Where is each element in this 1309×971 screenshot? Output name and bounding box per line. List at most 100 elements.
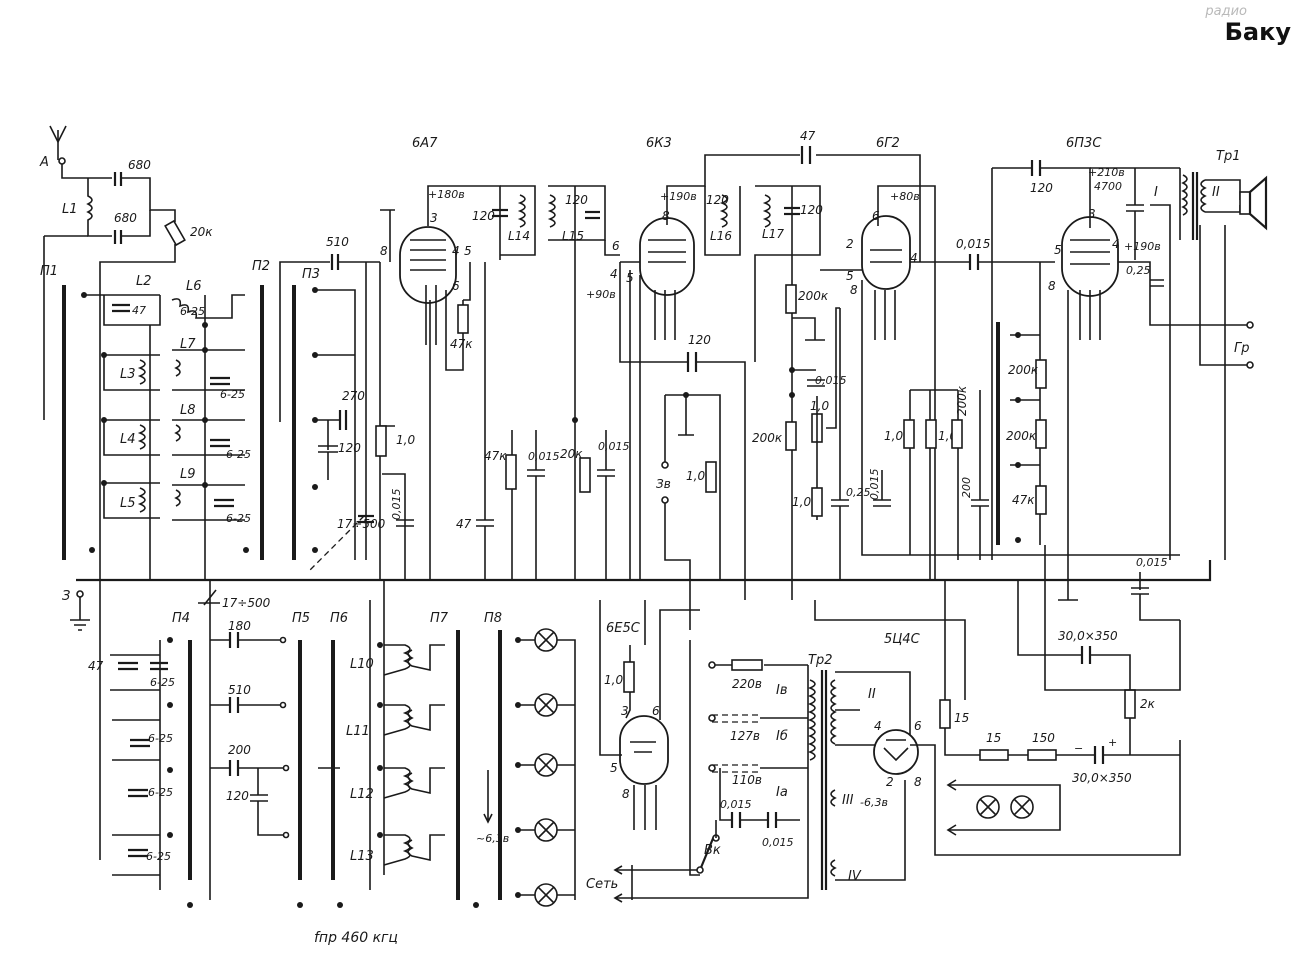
tube-6g2-pin8: 8 (850, 283, 858, 297)
ground-icon (70, 597, 90, 631)
power-switch[interactable] (698, 835, 716, 871)
cap-120c-label: 120 (565, 193, 588, 207)
tube-6p3s: 6П3С +210в +190в 3 5 8 4 120 4700 0,25 2… (991, 136, 1268, 621)
coil-l1-label: L1 (62, 202, 78, 217)
trim-5-label: 6-25 (150, 676, 175, 689)
switch-p5-label: П5 (292, 611, 310, 626)
resistor-1m-eye (623, 661, 635, 693)
resistor-2k-label: 2к (1140, 697, 1156, 711)
resistor-1m-a (375, 425, 387, 457)
antenna-terminal[interactable] (58, 157, 66, 165)
mains-input: Сеть Вк (586, 820, 809, 903)
coil-l10-label: L10 (350, 657, 374, 672)
speaker-icon (1248, 175, 1268, 231)
resistor-47k2 (505, 454, 517, 490)
tube-6p3s-pin4: 4 (1112, 237, 1120, 251)
switch-p3-label: П3 (302, 267, 320, 282)
tube-6k3-pin8: 8 (662, 209, 670, 223)
elec2-plus-label: + (1108, 736, 1117, 749)
antenna-section: А 680 L1 680 20к П1 (39, 125, 213, 860)
tube-6e5c-label: 6Е5С (606, 621, 641, 636)
coil-l16-label: L16 (710, 229, 732, 243)
winding-iii-label: III (842, 793, 854, 808)
resistor-1m-e (925, 419, 937, 449)
resistor-15b-label: 15 (986, 731, 1001, 745)
tube-6a7: 6А7 +180в 8 3 4 5 6 47к 1,0 0,015 47 (375, 136, 501, 580)
resistor-1m-c-label: 1,0 (686, 469, 705, 483)
tube-5c4s-pin8: 8 (914, 775, 922, 789)
ground-terminal[interactable] (76, 590, 84, 598)
tube-6e5c-pin6: 6 (652, 704, 660, 718)
tube-5c4s-pin2: 2 (886, 775, 894, 789)
switch-p4-label: П4 (172, 611, 190, 626)
tube-6p3s-supply: +210в (1088, 166, 1125, 179)
cap-4700-label: 4700 (1094, 180, 1122, 193)
resistor-15a-label: 15 (954, 711, 969, 725)
tube-6e5c-pin3: 3 (621, 704, 629, 718)
sound-terminal-1[interactable] (661, 461, 669, 469)
tube-6g2-envelope (861, 215, 911, 290)
pickup-terminal-1[interactable] (1246, 321, 1254, 329)
tube-6a7-supply: +180в (428, 188, 465, 201)
cap-0015e-label: 0,015 (956, 237, 990, 251)
sound-terminal-2[interactable] (661, 496, 669, 504)
sw-coils: L10 L11 L12 L13 П7 ~6,3в (346, 580, 509, 908)
elec1-label: 30,0×350 (1058, 629, 1118, 643)
tap-label: ~6,3в (476, 832, 509, 845)
stamp: радио (1205, 4, 1247, 19)
tube-5c4s-envelope (873, 729, 919, 775)
switch-p2-label: П2 (252, 259, 270, 274)
coil-l14-label: L14 (508, 229, 530, 243)
sound-label: Зв (656, 477, 671, 491)
coil-l4-label: L4 (120, 432, 136, 447)
switch-p1-label: П1 (40, 264, 58, 279)
tube-6a7-pin8: 8 (380, 244, 388, 258)
tube-6k3-label: 6К3 (646, 136, 672, 151)
input-coils: 47 L2 L3 L4 L5 (81, 274, 161, 553)
resistor-20k-label: 20к (190, 225, 213, 239)
cap-47d-label: 47 (88, 659, 104, 673)
var-cap2-label: 17÷500 (222, 596, 271, 610)
resistor-1m-eye-label: 1,0 (604, 673, 623, 687)
resistor-200k-e-label: 200к (1006, 429, 1037, 443)
cap-47a-label: 47 (132, 304, 146, 317)
resistor-20k2-label: 20к (560, 447, 583, 461)
tube-6a7-pin4: 4 (452, 244, 460, 258)
tube-5c4s-pin6: 6 (914, 719, 922, 733)
tube-5c4s: 5Ц4С 4 6 2 8 (873, 632, 1181, 856)
cap-510b-label: 510 (228, 683, 251, 697)
resistor-1m-d (903, 419, 915, 449)
cap-120b-label: 120 (472, 209, 495, 223)
tube-6e5c-pin8: 8 (622, 787, 630, 801)
cap-0015c-label: 0,015 (598, 440, 630, 453)
pickup-label: Гр (1234, 341, 1250, 356)
tube-6g2: 6Г2 +80в 6 2 5 8 4 0,015 1,0 1,0 200к 0,… (820, 136, 1180, 580)
elec2-minus-label: − (1074, 742, 1083, 755)
coil-l2-label: L2 (136, 274, 152, 289)
switch-p8-label: П8 (484, 611, 502, 626)
tube-6e5c-pin5: 5 (610, 761, 618, 775)
cap-0015i-label: 0,015 (762, 836, 794, 849)
cap-200-label: 200 (960, 477, 973, 498)
resistor-200k-d-label: 200к (1008, 363, 1039, 377)
cap-120e-label: 120 (226, 789, 249, 803)
tube-6a7-pin5: 5 (464, 244, 472, 258)
if-transformer-1: 120 L14 120 L15 47к 0,015 20к 0,015 (472, 185, 630, 580)
elec2-label: 30,0×350 (1072, 771, 1132, 785)
tube-6k3-pin4: 4 (610, 267, 618, 281)
switch-p6-label: П6 (330, 611, 348, 626)
tube-6p3s-label: 6П3С (1066, 136, 1102, 151)
power-transformer-label: Тр2 (808, 653, 832, 668)
cap-025b-label: 0,25 (1126, 264, 1151, 277)
resistor-150-label: 150 (1032, 731, 1055, 745)
cap-200b-label: 200 (228, 743, 251, 757)
resistor-200k-e (1035, 419, 1047, 449)
out-transformer-label: Тр1 (1216, 149, 1240, 164)
pickup-terminal-2[interactable] (1246, 361, 1254, 369)
resistor-2k (1124, 689, 1136, 719)
out-transformer-primary (1181, 174, 1188, 216)
cap-120g-label: 120 (1030, 181, 1053, 195)
cap-0015b-label: 0,015 (528, 450, 560, 463)
coil-l12-label: L12 (350, 787, 374, 802)
neg63-label: -6,3в (860, 796, 888, 809)
